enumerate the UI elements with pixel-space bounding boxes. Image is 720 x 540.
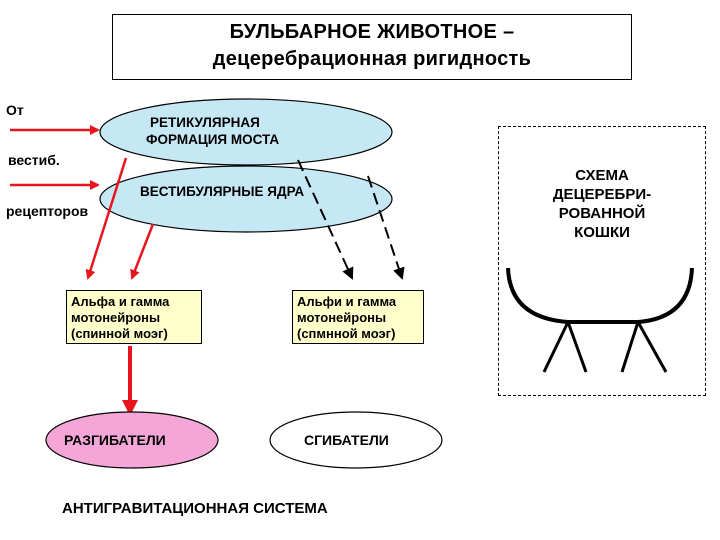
cat-scheme-title: СХЕМА ДЕЦЕРЕБРИ- РОВАННОЙ КОШКИ (498, 166, 706, 242)
motoneurons-left-box: Альфа и гамма мотонейроны (спинной моэг) (66, 290, 202, 344)
cat-leg-back-1 (620, 321, 640, 373)
vestibular-nuclei-ellipse (99, 165, 393, 233)
cat-scheme-line-2: ДЕЦЕРЕБРИ- (552, 186, 652, 203)
title-line-2: децеребрационная ригидность (212, 48, 532, 70)
motoneurons-right-line-3: (спмнной моэг) (297, 326, 396, 341)
cat-scheme-box (498, 126, 706, 396)
cat-scheme-line-3: РОВАННОЙ (558, 205, 646, 222)
motoneurons-right-box: Альфи и гамма мотонейроны (спмнной моэг) (292, 290, 424, 344)
motoneurons-right-line-1: Альфи и гамма (297, 294, 397, 309)
dashed-arrow-reticular-to-motoneurons (297, 159, 354, 280)
reticular-formation-label: РЕТИКУЛЯРНАЯ ФОРМАЦИЯ МОСТА (146, 114, 279, 148)
extensors-ellipse (45, 411, 219, 469)
reticular-formation-ellipse (99, 98, 393, 166)
motoneurons-right-line-2: мотонейроны (297, 310, 387, 325)
motoneurons-left-line-1: Альфа и гамма (71, 294, 170, 309)
cat-scheme-line-4: КОШКИ (574, 224, 630, 241)
extensors-label: РАЗГИБАТЕЛИ (64, 432, 166, 448)
reticular-line-1: РЕТИКУЛЯРНАЯ (150, 115, 260, 130)
motoneurons-left-line-3: (спинной моэг) (71, 326, 168, 341)
reticular-line-2: ФОРМАЦИЯ МОСТА (146, 132, 280, 147)
label-vestib: вестиб. (8, 152, 60, 168)
vestibular-nuclei-label: ВЕСТИБУЛЯРНЫЕ ЯДРА (140, 184, 305, 199)
label-from: От (6, 102, 24, 118)
cat-leg-front-2 (566, 321, 588, 373)
label-receptors: рецепторов (6, 203, 89, 219)
cat-scheme-line-1: СХЕМА (575, 167, 629, 184)
title-box: БУЛЬБАРНОЕ ЖИВОТНОЕ – децеребрационная р… (112, 14, 632, 80)
flexors-ellipse (269, 411, 443, 469)
title-line-1: БУЛЬБАРНОЕ ЖИВОТНОЕ – (229, 21, 515, 43)
cat-leg-back-2 (636, 321, 668, 373)
cat-leg-front-1 (542, 321, 570, 373)
flexors-label: СГИБАТЕЛИ (304, 432, 389, 448)
antigravity-system-label: АНТИГРАВИТАЦИОННАЯ СИСТЕМА (62, 500, 328, 517)
cat-body-arc (506, 267, 694, 324)
motoneurons-left-line-2: мотонейроны (71, 310, 161, 325)
arrow-vestibular-to-motoneurons (130, 223, 155, 280)
arrow-reticular-to-motoneurons (85, 157, 128, 280)
